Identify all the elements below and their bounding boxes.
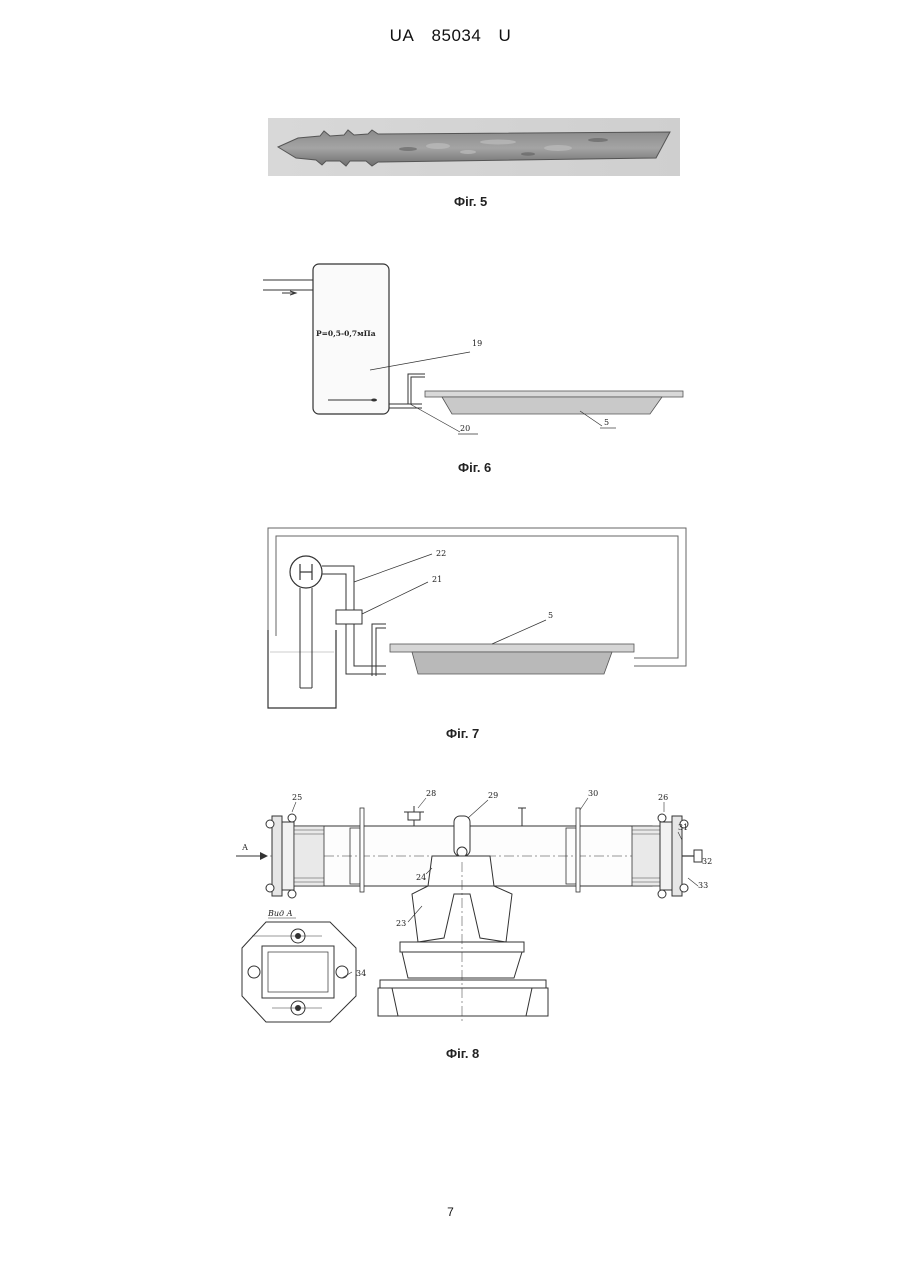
figure-8-caption: Фіг. 8 [446, 1046, 479, 1061]
svg-text:26: 26 [658, 793, 668, 802]
header-number: 85034 [432, 26, 482, 45]
svg-text:31: 31 [678, 823, 688, 832]
svg-text:22: 22 [436, 549, 446, 558]
figure-5-caption: Фіг. 5 [454, 194, 487, 209]
header-country: UA [390, 26, 415, 45]
figure-8-diagram: А Вид А 25 28 29 [232, 782, 722, 1032]
svg-text:30: 30 [588, 789, 598, 798]
filter-box [336, 610, 362, 624]
figure-7-diagram: 22 21 5 [262, 526, 692, 716]
pressure-vessel [313, 264, 389, 414]
view-label: Вид А [267, 909, 293, 918]
reservoir [268, 630, 336, 708]
svg-text:34: 34 [356, 969, 366, 978]
svg-text:20: 20 [460, 424, 470, 433]
figure-7-caption: Фіг. 7 [446, 726, 479, 741]
header-kind: U [499, 26, 512, 45]
svg-text:5: 5 [548, 611, 553, 620]
part-5 [412, 652, 612, 674]
svg-text:28: 28 [426, 789, 436, 798]
svg-text:24: 24 [416, 873, 426, 882]
pressure-label: P=0,5-0,7мПа [316, 329, 376, 338]
svg-text:29: 29 [488, 791, 498, 800]
stand-upper [428, 856, 494, 886]
svg-text:21: 21 [432, 575, 442, 584]
part-5 [442, 397, 662, 414]
figure-6-caption: Фіг. 6 [458, 460, 491, 475]
arrow-label: А [242, 843, 248, 852]
page-number: 7 [0, 1205, 901, 1219]
svg-text:33: 33 [698, 881, 708, 890]
svg-text:23: 23 [396, 919, 406, 928]
figure-5-photo [268, 118, 680, 176]
svg-text:25: 25 [292, 793, 302, 802]
document-header: UA 85034 U [0, 26, 901, 46]
svg-text:19: 19 [472, 339, 482, 348]
svg-text:5: 5 [604, 418, 609, 427]
figure-6-diagram: P=0,5-0,7мПа 19 20 5 [260, 258, 690, 448]
svg-text:32: 32 [702, 857, 712, 866]
